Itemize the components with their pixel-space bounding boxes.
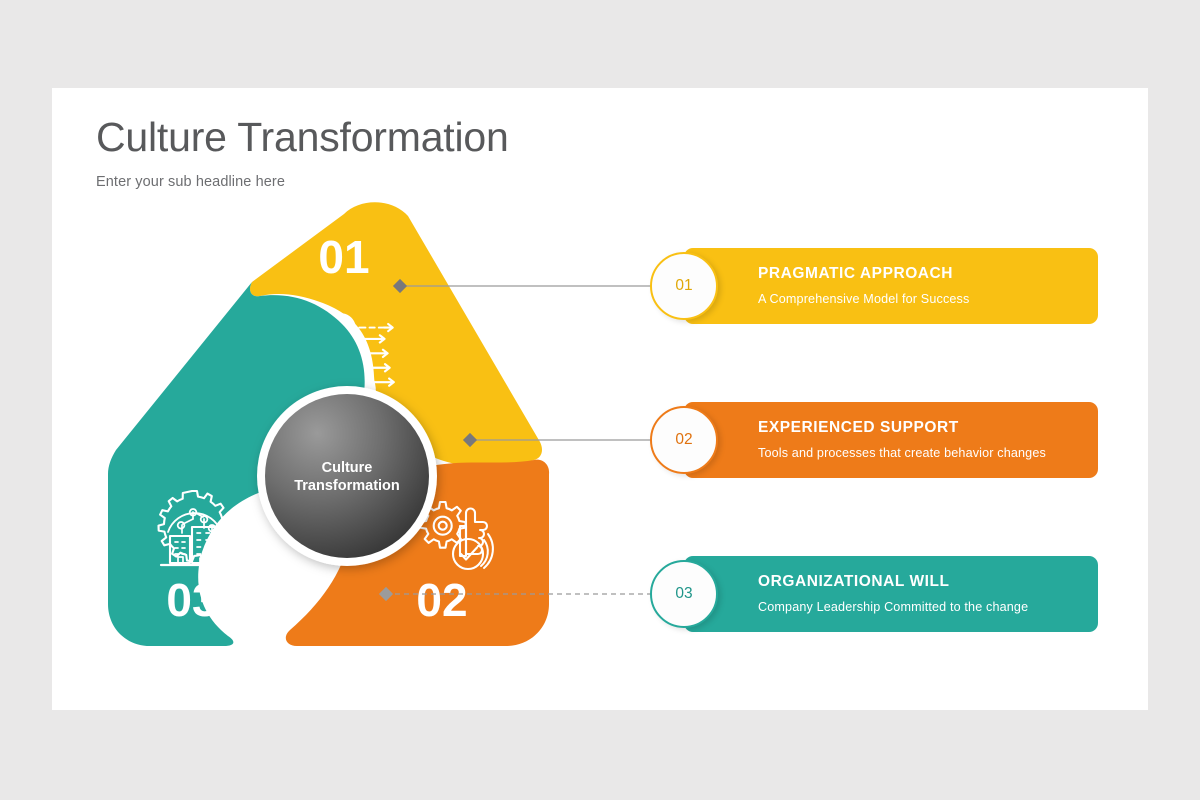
callout-desc-03: Company Leadership Committed to the chan… xyxy=(758,599,1029,614)
center-label-line1: Culture xyxy=(322,460,373,476)
callout-desc-01: A Comprehensive Model for Success xyxy=(758,291,970,306)
callout-desc-02: Tools and processes that create behavior… xyxy=(758,445,1046,460)
petal-01-number: 01 xyxy=(318,231,369,283)
callout-title-02: EXPERIENCED SUPPORT xyxy=(758,419,959,437)
petal-02[interactable]: 02 xyxy=(285,459,550,646)
callout-card-01[interactable]: 01 PRAGMATIC APPROACH A Comprehensive Mo… xyxy=(650,248,1098,324)
page-subtitle: Enter your sub headline here xyxy=(96,174,286,191)
callout-text-02: EXPERIENCED SUPPORT Tools and processes … xyxy=(758,419,1062,461)
callout-card-02[interactable]: 02 EXPERIENCED SUPPORT Tools and process… xyxy=(650,402,1098,478)
callout-title-01: PRAGMATIC APPROACH xyxy=(758,265,954,283)
callout-text-01: PRAGMATIC APPROACH A Comprehensive Model… xyxy=(758,265,985,307)
header: Culture Transformation Enter your sub he… xyxy=(96,114,509,190)
callout-text-03: ORGANIZATIONAL WILL Company Leadership C… xyxy=(758,573,1044,615)
petal-03-number: 03 xyxy=(166,574,217,626)
center-circle[interactable]: Culture Transformation xyxy=(257,386,437,566)
gear-buildings-network-icon xyxy=(157,489,230,567)
callout-badge-01[interactable]: 01 xyxy=(650,252,718,320)
page-title: Culture Transformation xyxy=(96,114,509,160)
petal-03[interactable]: 03 xyxy=(108,282,365,646)
petal-02-number: 02 xyxy=(416,574,467,626)
callout-badge-02[interactable]: 02 xyxy=(650,406,718,474)
gear-thumbsup-check-icon xyxy=(418,500,494,571)
callout-title-03: ORGANIZATIONAL WILL xyxy=(758,573,950,591)
pinwheel-triangle-diagram: 01 xyxy=(92,196,662,676)
callout-badge-03[interactable]: 03 xyxy=(650,560,718,628)
center-label-line2: Transformation xyxy=(294,478,400,494)
slide-canvas: Culture Transformation Enter your sub he… xyxy=(52,88,1148,710)
callout-card-03[interactable]: 03 ORGANIZATIONAL WILL Company Leadershi… xyxy=(650,556,1098,632)
